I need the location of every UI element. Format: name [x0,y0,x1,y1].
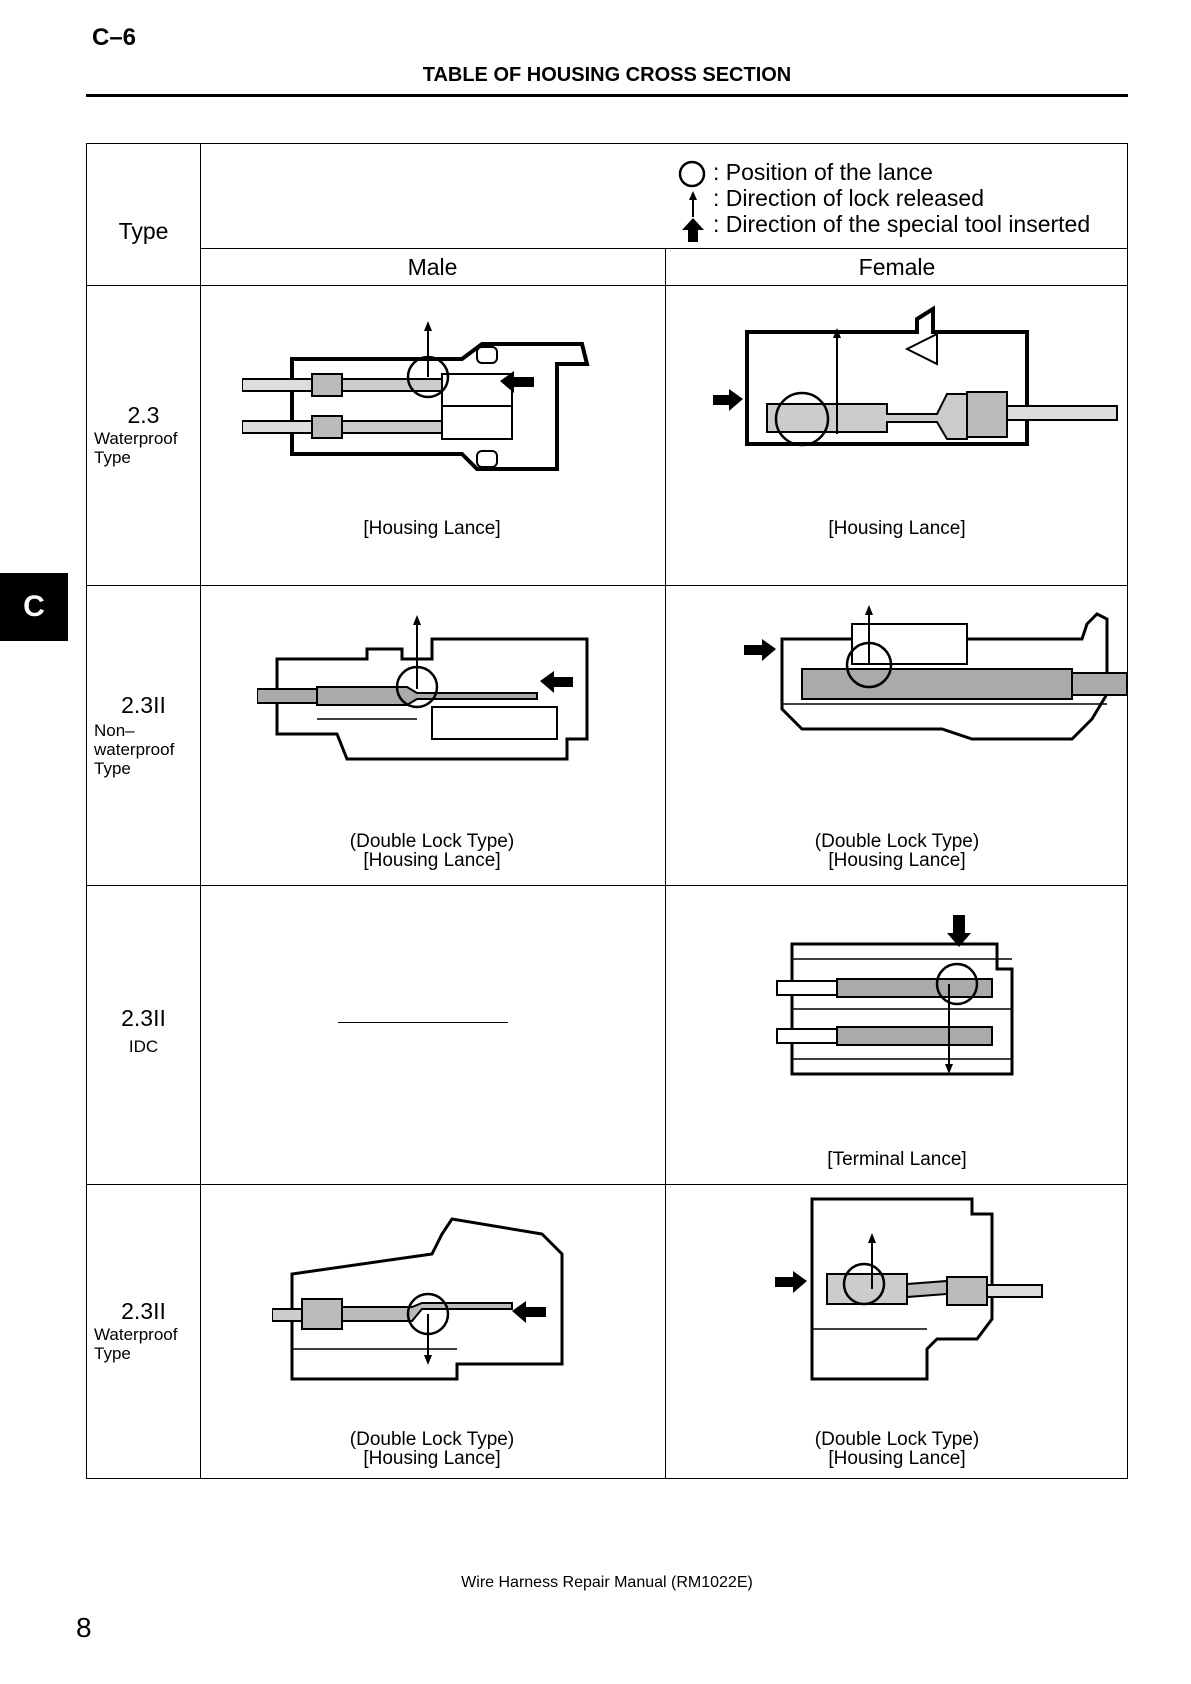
row3-female-caption: [Terminal Lance] [665,1150,1129,1169]
row1-female-caption-line1: [Housing Lance] [828,518,966,539]
row-divider-1 [87,585,1127,586]
male-female-divider [665,248,666,1478]
row4-female-caption-line2: [Housing Lance] [828,1448,966,1469]
type-column-divider [200,144,201,1478]
row4-female-housing-diagram [775,1197,1043,1381]
row2-type-size: 2.3II [121,692,166,718]
chapter-tab: C [0,573,68,641]
row3-type-size: 2.3II [121,1005,166,1031]
row1-type-size: 2.3 [127,402,160,428]
row3-female-caption-line1: [Terminal Lance] [827,1149,967,1170]
row4-male-caption-line1: (Double Lock Type) [349,1429,515,1450]
header-divider [87,285,1127,286]
row1-male-caption: [Housing Lance] [200,519,664,538]
row2-male-caption: (Double Lock Type) [Housing Lance] [200,832,664,870]
row2-female-caption-line1: (Double Lock Type) [814,831,980,852]
row3-male-not-applicable-dash [338,1022,508,1023]
row3-female-idc-diagram [776,915,1014,1076]
row2-type-desc: Non– waterproof Type [94,721,174,778]
legend-tool-inserted: : Direction of the special tool inserted [713,211,1091,237]
male-header: Male [407,254,458,280]
heading-rule [86,94,1128,97]
legend-lance-position: : Position of the lance [713,159,933,185]
page-title: TABLE OF HOUSING CROSS SECTION [422,64,792,86]
row3-desc-line1: IDC [128,1037,159,1056]
row2-desc-line1: Non– [94,721,135,740]
row2-female-housing-diagram [744,605,1127,741]
row4-type-desc: Waterproof Type [94,1325,177,1363]
row-divider-2 [87,885,1127,886]
row1-desc-line2: Type [94,448,131,467]
row-divider-3 [87,1184,1127,1185]
row4-male-caption: (Double Lock Type) [Housing Lance] [200,1430,664,1468]
row2-male-caption-line2: [Housing Lance] [363,850,501,871]
page-number: 8 [76,1612,92,1643]
row4-desc-line2: Type [94,1344,131,1363]
row4-female-caption-line1: (Double Lock Type) [814,1429,980,1450]
legend-divider [200,248,1127,249]
section-code: C–6 [92,24,137,51]
row1-female-housing-diagram [713,305,1118,447]
row2-female-caption-line2: [Housing Lance] [828,850,966,871]
row4-type-size: 2.3II [121,1298,166,1324]
type-header: Type [118,218,169,244]
row3-type-desc: IDC [87,1037,200,1057]
row2-desc-line3: Type [94,759,131,778]
legend-lock-released: : Direction of lock released [713,185,985,211]
row1-male-housing-diagram [242,321,590,471]
thin-up-arrow-icon [689,191,697,217]
row1-type-desc: Waterproof Type [94,429,177,467]
row2-male-caption-line1: (Double Lock Type) [349,831,515,852]
housing-cross-section-table: Type Male Female : Position of the lance… [86,143,1128,1479]
female-header: Female [858,254,936,280]
row2-male-housing-diagram [257,615,589,761]
lance-position-circle-icon [678,160,706,188]
row4-male-caption-line2: [Housing Lance] [363,1448,501,1469]
row2-desc-line2: waterproof [94,740,175,759]
row2-female-caption: (Double Lock Type) [Housing Lance] [665,832,1129,870]
row4-female-caption: (Double Lock Type) [Housing Lance] [665,1430,1129,1468]
chapter-tab-label: C [23,590,45,623]
manual-footer: Wire Harness Repair Manual (RM1022E) [461,1574,753,1591]
row1-desc-line1: Waterproof [94,429,178,448]
row1-female-caption: [Housing Lance] [665,519,1129,538]
bold-up-arrow-icon [682,218,704,242]
row1-male-caption-line1: [Housing Lance] [363,518,501,539]
row4-male-housing-diagram [272,1217,564,1381]
row4-desc-line1: Waterproof [94,1325,178,1344]
